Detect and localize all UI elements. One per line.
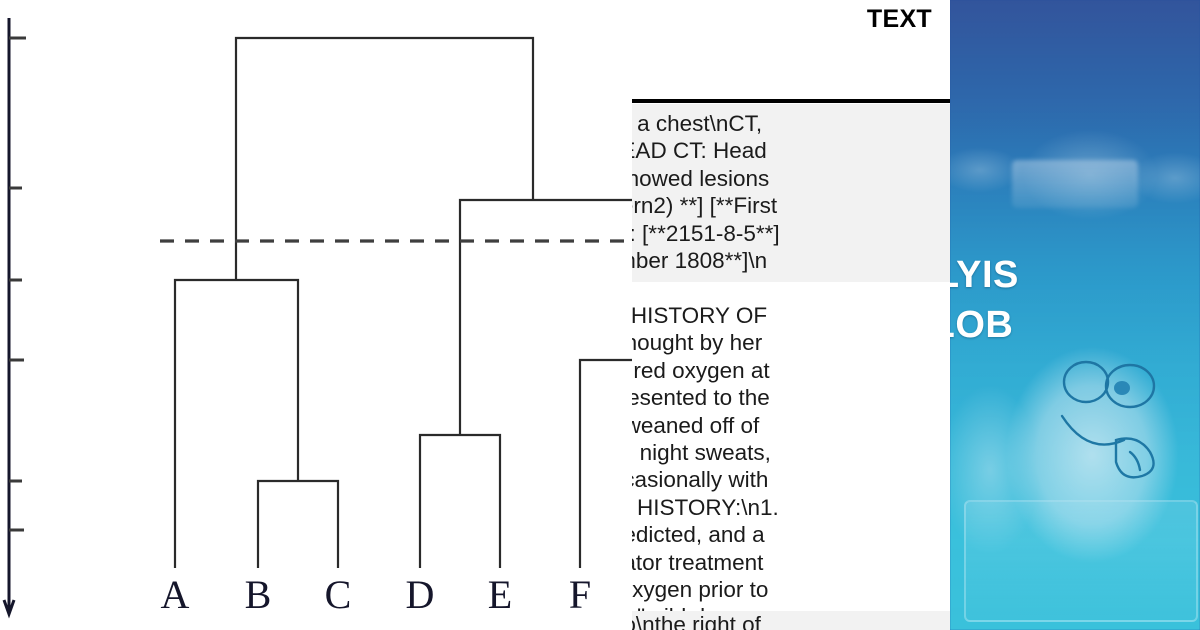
document-line: B#: [**Job Number 1808**]\n (632, 247, 768, 273)
document-line: st pressure occasionally with (632, 467, 769, 493)
document-line: usea, vomiting, night sweats, (632, 439, 771, 465)
document-line: en on home\noxygen prior to (632, 576, 769, 602)
document-line: e8 (NamePattern2) **] [**First (632, 193, 778, 219)
document-line: redominantly to\nthe right of (632, 612, 761, 630)
y-axis-arrow-icon (2, 599, 16, 619)
document-line: effusion.\n\nHEAD CT: Head (632, 138, 767, 164)
document-line: odominal CT showed lesions (632, 165, 770, 191)
jar-glass-front (964, 500, 1198, 622)
text-panel-divider (632, 99, 950, 103)
dendrogram-links (173, 36, 632, 568)
overlay-line-1: NALYIS (950, 254, 1019, 296)
document-line: AST MEDICAL HISTORY:\n1. (632, 494, 779, 520)
link-d-e (418, 433, 502, 568)
egg-face-doodle-icon (1060, 360, 1156, 479)
document-line: better, and\npresented to the (632, 385, 770, 411)
y-axis-ticks (9, 36, 26, 532)
leaf-label-f: F (569, 572, 591, 617)
link-root (234, 36, 535, 280)
photo-blue-tint (950, 0, 1200, 630)
image-overlay-title: NALYIS TBLOB (950, 250, 1200, 350)
egg-jar-photo (950, 0, 1200, 630)
link-a-bc (173, 278, 300, 568)
jar-lid (1012, 160, 1138, 208)
leaf-label-a: A (161, 572, 190, 617)
document-line: ssion she required oxygen at (632, 357, 770, 383)
leaf-label-b: B (245, 572, 272, 617)
image-overlay-panel: NALYIS TBLOB (950, 0, 1200, 630)
leaf-label-e: E (488, 572, 512, 617)
document-block-clipped: redominantly to\nthe right of (632, 611, 950, 630)
link-b-c (256, 479, 340, 568)
document-line: s also included a chest\nCT, (632, 111, 763, 136)
document-block-highlighted: s also included a chest\nCT, effusion.\n… (632, 104, 950, 283)
leaf-label-d: D (406, 572, 435, 617)
link-f-branch (578, 358, 632, 568)
link-de-f-upper (458, 198, 632, 435)
document-line: th\nbronchodilator treatment (632, 549, 764, 575)
dendrogram-panel: A B C D E F (2, 18, 632, 619)
text-document-panel: TEXT s also included a chest\nCT, effusi… (632, 0, 950, 630)
dendrogram-chart: A B C D E F (2, 18, 632, 619)
document-line: ess of breath thought by her (632, 330, 763, 356)
leaf-label-c: C (325, 572, 352, 617)
overlay-line-2: TBLOB (950, 304, 1014, 346)
document-line: not able to be weaned off of (632, 412, 760, 438)
document-line: F of 23% of predicted, and a (632, 522, 765, 548)
text-panel-heading: TEXT (866, 5, 932, 33)
document-line: QUIST36\n\nD: [**2151-8-5**] (632, 220, 780, 246)
